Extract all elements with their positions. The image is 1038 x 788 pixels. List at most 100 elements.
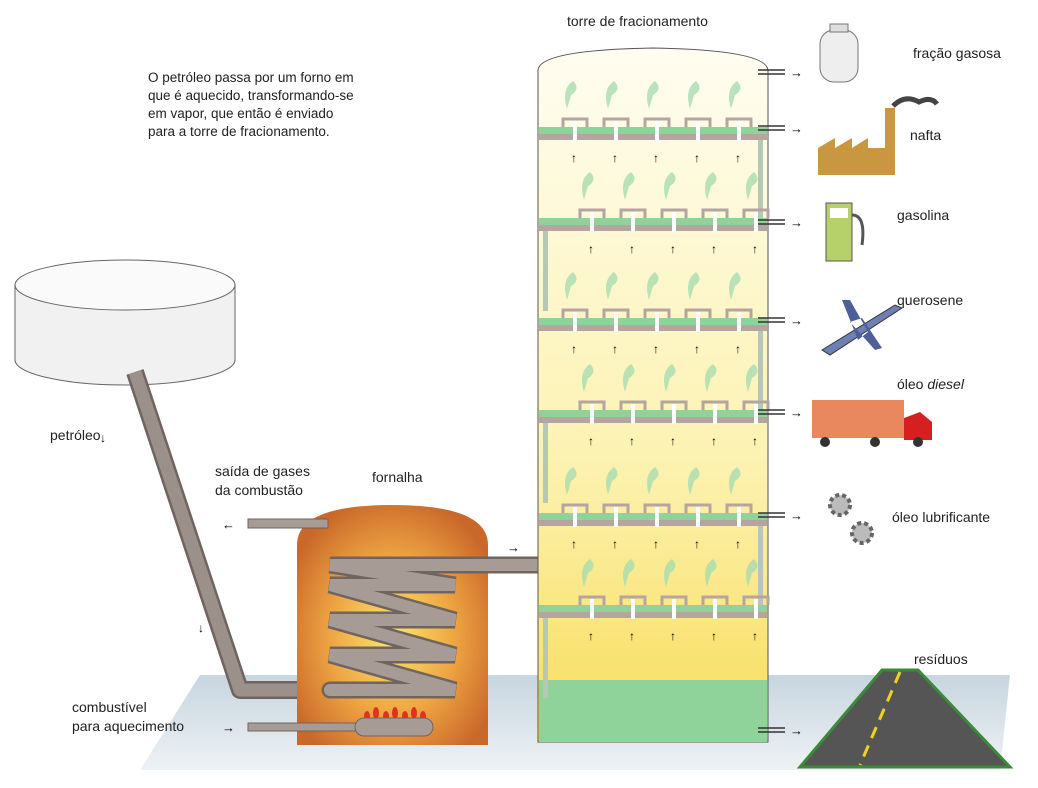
factory-icon	[818, 96, 939, 175]
outlet-pipe: →	[758, 405, 803, 420]
fraction-label: resíduos	[914, 651, 968, 667]
outlet-pipe: →	[758, 508, 803, 523]
up-arrow-icon: ↑	[711, 434, 717, 448]
vapor-icon	[582, 559, 594, 587]
vapor-icon	[688, 272, 700, 300]
up-arrow-icon: ↑	[670, 242, 676, 256]
tray: ↑ ↑ ↑ ↑ ↑	[539, 559, 770, 698]
vapor-icon	[582, 364, 594, 392]
fornalha-label: fornalha	[372, 469, 423, 485]
vapor-icon	[705, 172, 717, 200]
up-arrow-icon: ↑	[694, 537, 700, 551]
vapor-icon	[623, 559, 635, 587]
up-arrow-icon: ↑	[694, 151, 700, 165]
vapor-icon	[623, 364, 635, 392]
vapor-icon	[729, 467, 741, 495]
right-arrow-icon: →	[790, 313, 803, 328]
tray: ↑ ↑ ↑ ↑ ↑	[539, 364, 770, 503]
vapor-icon	[606, 272, 618, 300]
up-arrow-icon: ↑	[653, 151, 659, 165]
fraction-label: nafta	[910, 127, 941, 143]
fraction-label: gasolina	[897, 207, 949, 223]
vapor-icon	[746, 364, 758, 392]
outlet-pipe: →	[758, 65, 803, 80]
up-arrow-icon: ↑	[752, 434, 758, 448]
vapor-icon	[582, 172, 594, 200]
up-arrow-icon: ↑	[629, 242, 635, 256]
up-arrow-icon: ↑	[612, 342, 618, 356]
down-arrow-icon: ↓	[100, 431, 106, 445]
up-arrow-icon: ↑	[752, 629, 758, 643]
up-arrow-icon: ↑	[653, 342, 659, 356]
vapor-icon	[647, 81, 659, 109]
road-icon	[796, 668, 1014, 769]
oil-tank	[14, 259, 236, 386]
up-arrow-icon: ↑	[735, 151, 741, 165]
vapor-icon	[729, 272, 741, 300]
outlet-pipe: →	[758, 313, 803, 328]
tower-title: torre de fracionamento	[567, 13, 708, 29]
svg-text:em vapor, que então é enviado: em vapor, que então é enviado	[148, 106, 333, 121]
right-arrow-icon: →	[790, 215, 803, 230]
right-arrow-icon: →	[222, 720, 235, 735]
vapor-icon	[688, 467, 700, 495]
up-arrow-icon: ↑	[735, 342, 741, 356]
up-arrow-icon: ↑	[670, 629, 676, 643]
vapor-icon	[664, 364, 676, 392]
up-arrow-icon: ↑	[612, 151, 618, 165]
gases-label-2: da combustão	[215, 482, 303, 498]
up-arrow-icon: ↑	[629, 629, 635, 643]
fractionating-tower: ↑↑↑↑↑↑↑↑↑↑↑↑↑↑↑↑↑↑↑↑↑↑↑↑↑↑↑↑↑↑	[537, 47, 770, 743]
vapor-icon	[647, 272, 659, 300]
right-arrow-icon: →	[790, 723, 803, 738]
left-arrow-icon: ←	[222, 517, 235, 532]
fraction-label: óleo lubrificante	[892, 509, 990, 525]
up-arrow-icon: ↑	[670, 434, 676, 448]
svg-text:O petróleo passa por um forno: O petróleo passa por um forno em	[148, 70, 354, 85]
up-arrow-icon: ↑	[735, 537, 741, 551]
vapor-icon	[606, 467, 618, 495]
up-arrow-icon: ↑	[612, 537, 618, 551]
furnace	[247, 505, 549, 745]
exhaust-pipe	[247, 518, 329, 529]
tray: ↑ ↑ ↑ ↑ ↑	[539, 467, 767, 606]
up-arrow-icon: ↑	[571, 151, 577, 165]
combustivel-label-2: para aquecimento	[72, 718, 184, 734]
gases-label-1: saída de gases	[215, 463, 310, 479]
truck-icon	[812, 400, 932, 447]
up-arrow-icon: ↑	[588, 434, 594, 448]
right-arrow-icon: →	[790, 65, 803, 80]
down-arrow-icon: ↓	[198, 621, 204, 635]
vapor-icon	[565, 272, 577, 300]
vapor-icon	[688, 81, 700, 109]
vapor-icon	[664, 172, 676, 200]
up-arrow-icon: ↑	[588, 629, 594, 643]
right-arrow-icon: →	[507, 540, 520, 555]
vapor-icon	[565, 81, 577, 109]
tray: ↑↑↑↑↑	[539, 272, 767, 411]
vapor-icon	[729, 81, 741, 109]
outlet-pipe: →	[758, 215, 803, 230]
up-arrow-icon: ↑	[711, 242, 717, 256]
gas-cylinder-icon	[819, 23, 859, 83]
vapor-icon	[606, 81, 618, 109]
up-arrow-icon: ↑	[653, 537, 659, 551]
description: O petróleo passa por um forno em que é a…	[148, 70, 354, 139]
up-arrow-icon: ↑	[571, 537, 577, 551]
right-arrow-icon: →	[790, 121, 803, 136]
up-arrow-icon: ↑	[694, 342, 700, 356]
outlet-pipe: →	[758, 121, 803, 136]
petroleo-label: petróleo	[50, 427, 101, 443]
combustivel-label-1: combustível	[72, 699, 147, 715]
vapor-icon	[565, 467, 577, 495]
vapor-icon	[647, 467, 659, 495]
vapor-icon	[746, 559, 758, 587]
fraction-label: fração gasosa	[913, 45, 1001, 61]
outlet-pipe: →	[758, 723, 803, 738]
tray: ↑ ↑ ↑ ↑ ↑	[539, 81, 767, 220]
up-arrow-icon: ↑	[711, 629, 717, 643]
vapor-icon	[623, 172, 635, 200]
up-arrow-icon: ↑	[629, 434, 635, 448]
right-arrow-icon: →	[790, 405, 803, 420]
